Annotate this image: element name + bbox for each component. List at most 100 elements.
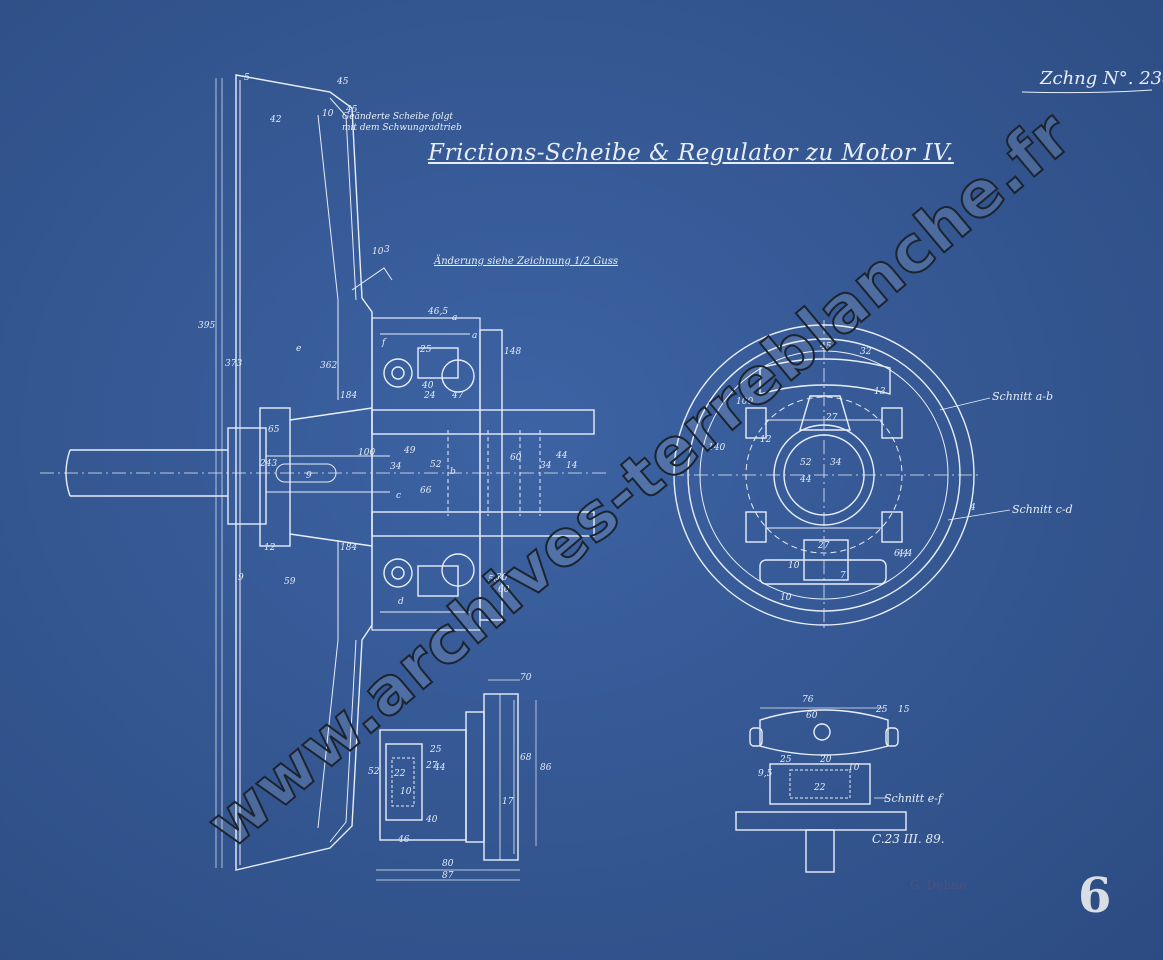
dimension-number: 27 (825, 413, 838, 423)
dimension-number: 30 (496, 573, 508, 583)
dimension-number: 32 (860, 347, 872, 357)
dimension-number: 45 (345, 105, 358, 115)
dimension-number: 68 (520, 753, 532, 763)
dimension-number: 395 (198, 321, 215, 331)
section-letter: b (450, 467, 456, 477)
dimension-number: 27 (425, 761, 438, 771)
dimension-number: 40 (425, 815, 438, 825)
dimension-number: 45 (336, 77, 349, 87)
dimension-number: 65 (268, 425, 280, 435)
date-label: C.23 III. 89. (872, 832, 945, 846)
dimension-number: 34 (390, 462, 402, 472)
dimension-number: 76 (802, 695, 814, 705)
section-letter: c (396, 491, 401, 501)
dimension-number: 66 (420, 486, 432, 496)
dimension-number: 22 (393, 769, 406, 779)
dimension-number: 49 (403, 446, 416, 456)
section-ef-label: Schnitt e-f (884, 792, 943, 805)
dimension-number: 10 (372, 247, 384, 257)
dimension-number: 25 (779, 755, 792, 765)
dimension-number: 50 (488, 575, 500, 585)
dimension-number: 17 (502, 797, 514, 807)
dimension-number: 12 (760, 435, 772, 445)
section-letter: e (296, 344, 301, 354)
dimension-number: 60 (498, 585, 510, 595)
dimension-number: 46,5 (427, 307, 448, 317)
dimension-number: 184 (340, 391, 357, 401)
dimension-number: 25 (419, 345, 432, 355)
section-ab-label: Schnitt a-b (992, 390, 1054, 403)
dimension-number: 14 (566, 461, 578, 471)
dimension-number: 80 (442, 859, 454, 869)
dimension-number: 140 (708, 443, 725, 453)
dimension-number: 52 (800, 458, 812, 468)
section-ef-view (735, 707, 907, 873)
dimension-number: 100 (358, 448, 375, 458)
archive-stamp: G. Dehne (910, 878, 967, 892)
dimension-number: 362 (320, 361, 337, 371)
dimension-number: 4 (969, 503, 976, 513)
section-letter: a (452, 313, 457, 323)
detail-view-bottom (376, 679, 537, 881)
dimension-number: 24 (423, 391, 436, 401)
dimension-number: 10 (780, 593, 792, 603)
regulator-section-view (670, 320, 1011, 630)
dimension-number: 52 (430, 460, 442, 470)
dimension-number: 46 (397, 835, 410, 845)
note-changed-disc: Geänderte Scheibe folgt mit dem Schwungr… (342, 112, 462, 133)
dimension-number: 10 (848, 763, 860, 773)
dimension-number: 4,4 (897, 549, 913, 559)
dimension-number: 42 (269, 115, 282, 125)
dimension-number: 12 (264, 543, 276, 553)
dimension-number: 34 (540, 461, 552, 471)
dimension-number: 45 (819, 342, 832, 352)
friction-disc-section (40, 74, 610, 871)
dimension-number: 10 (400, 787, 412, 797)
dimension-number: 34 (830, 458, 842, 468)
dimension-number: 44 (555, 451, 568, 461)
dimension-number: 60 (510, 453, 522, 463)
dimension-number: 87 (442, 871, 454, 881)
dimension-number: 9 (238, 573, 244, 583)
dimension-number: 40 (421, 381, 434, 391)
dimension-number: 27 (817, 541, 830, 551)
dimension-number: 7 (840, 571, 846, 581)
dimension-number: 25 (429, 745, 442, 755)
section-cd-label: Schnitt c-d (1012, 503, 1073, 516)
dimension-number: 184 (340, 543, 357, 553)
dimension-number: 148 (504, 347, 521, 357)
dimension-number: 100 (736, 397, 753, 407)
dimension-number: 25 (875, 705, 888, 715)
section-letter: d (398, 597, 404, 607)
dimension-number: 86 (540, 763, 552, 773)
dimension-number: 9,5 (758, 769, 773, 779)
dimension-number: 6,4 (894, 549, 909, 559)
plate-number: 6 (1078, 868, 1112, 924)
dimension-number: 47 (451, 391, 464, 401)
dimension-number: 60 (806, 711, 818, 721)
dimension-number: 5 (244, 73, 250, 83)
dimension-number: 10 (322, 109, 334, 119)
section-letter: a (472, 331, 477, 341)
dimension-number: 15 (898, 705, 910, 715)
drawing-title: Frictions-Scheibe & Regulator zu Motor I… (428, 140, 954, 166)
dimension-number: 373 (225, 359, 242, 369)
note-change: Änderung siehe Zeichnung 1/2 Guss (434, 256, 618, 267)
dimension-number: 13 (874, 387, 886, 397)
dimension-number: 20 (819, 755, 832, 765)
dimension-number: 3 (384, 245, 390, 255)
dimension-number: 22 (813, 783, 826, 793)
dimension-number: 10 (788, 561, 800, 571)
dimension-number: 59 (284, 577, 296, 587)
dimension-number: 44 (799, 475, 812, 485)
dimension-number: 52 (368, 767, 380, 777)
dimension-number: 70 (520, 673, 532, 683)
dimension-number: 243 (259, 459, 277, 469)
dimension-number: 9 (306, 471, 312, 481)
drawing-number: Zchng N°. 238. (1040, 68, 1163, 89)
dimension-number: 44 (433, 763, 446, 773)
section-letter: f (381, 338, 387, 348)
